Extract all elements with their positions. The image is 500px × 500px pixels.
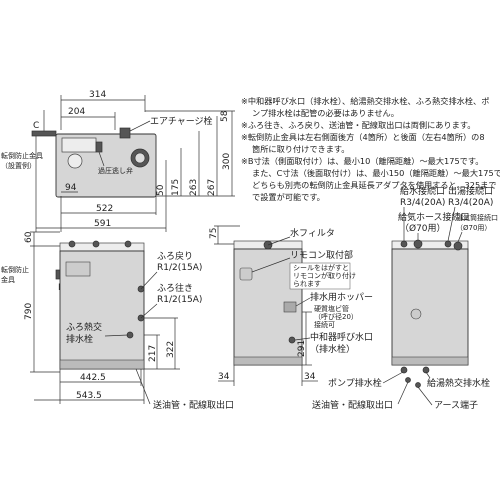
- hot-outlet-label-2: R3/4(20A): [448, 198, 493, 208]
- oil-wiring-port-rear: [405, 377, 411, 383]
- dim-34-right: 34: [304, 372, 316, 382]
- note-line: どちらも別売の転倒防止金具延長アダプタを使用すると、325まで: [252, 180, 497, 190]
- top-panel: [61, 137, 97, 153]
- air-hose-label-1: 給気ホース接続口: [398, 211, 470, 223]
- front-oil-wiring-label: 送油管・配線取出口: [153, 399, 234, 411]
- hot-hx-drain-port: [422, 366, 430, 374]
- note-line: ※転倒防止金具は左右側面後方（4箇所）と後面（左右4箇所）の8: [241, 132, 485, 142]
- pump-drain-port: [400, 366, 408, 374]
- note-line: また、C寸法（後面取付け）は、最小150（離隔距離）〜最大175です。: [252, 168, 500, 178]
- remote-note-1: シールをはがすと: [293, 263, 349, 272]
- anti-tip-note: （設置例）: [1, 161, 36, 170]
- drain-hopper: [283, 301, 297, 313]
- rear-view: 給水接続口 R3/4(20A) 出湯接続口 R3/4(20A) 給気ホース接続口…: [312, 185, 498, 411]
- remote-note-box: [289, 262, 351, 290]
- exhaust-label-2: （Ø70用）: [456, 224, 491, 232]
- air-hose-label-2: （Ø70用）: [400, 223, 446, 234]
- dim-291: 291: [297, 340, 307, 357]
- air-hose-port: [413, 239, 423, 249]
- note-line: ンプ排水栓は配管の必要はありません。: [252, 108, 399, 118]
- rear-oil-wiring-label: 送油管・配線取出口: [312, 399, 393, 411]
- dim-204: 204: [68, 107, 85, 117]
- note-line: ※中和器呼び水口（排水栓）、給湯熱交排水栓、ふろ熱交排水栓、ポ: [241, 96, 489, 106]
- front-panel-window: [65, 261, 91, 277]
- dim-58: 58: [220, 110, 230, 122]
- pvc-pipe-3: 接続可: [314, 320, 335, 329]
- remote-mount-label: リモコン取付部: [290, 249, 353, 261]
- dim-94: 94: [65, 183, 77, 193]
- hot-outlet-port: [444, 240, 452, 248]
- dim-75: 75: [209, 228, 219, 239]
- dim-217: 217: [148, 345, 158, 362]
- earth-terminal: [415, 382, 421, 388]
- dim-263: 263: [189, 179, 199, 196]
- dim-50: 50: [156, 184, 166, 196]
- exhaust-label-1: 排気筒接続口: [456, 213, 498, 222]
- water-inlet-label-1: 給水接続口: [400, 185, 445, 197]
- neutralizer-label-2: （排水栓）: [310, 343, 355, 355]
- notes-block: ※中和器呼び水口（排水栓）、給湯熱交排水栓、ふろ熱交排水栓、ポ ンプ排水栓は配管…: [241, 96, 500, 202]
- pump-drain-label: ポンプ排水栓: [328, 377, 382, 389]
- dim-60: 60: [24, 231, 34, 243]
- anti-tip-bracket-top: [31, 130, 57, 137]
- bath-supply-label-2: R1/2(15A): [157, 295, 202, 305]
- note-line: ※ふろ往き、ふろ戻り、送油管・配線取出口は両側にあります。: [241, 120, 475, 130]
- bath-return-label-1: ふろ戻り: [157, 250, 193, 262]
- dim-175: 175: [171, 179, 181, 196]
- bath-return-label-2: R1/2(15A): [157, 263, 202, 273]
- anti-tip-label: 転倒防止金具: [1, 151, 43, 160]
- front-anti-tip-label-2: 金具: [1, 275, 15, 284]
- rear-base: [391, 356, 469, 366]
- earth-terminal-label: アース端子: [434, 399, 478, 411]
- front-anti-tip-label-1: 転倒防止: [1, 265, 29, 274]
- bath-port-circle: [67, 153, 83, 169]
- rear-indicator: [410, 308, 422, 320]
- note-line: で設置が可能です。: [252, 192, 325, 202]
- air-charge-label: エアチャージ栓: [150, 115, 213, 127]
- dim-543-5: 543.5: [76, 391, 102, 401]
- remote-note-3: られます: [293, 280, 321, 288]
- relief-valve-label: 過圧逃し弁: [98, 166, 133, 175]
- bath-hx-drain-label-1: ふろ熱交: [66, 321, 102, 333]
- dim-442-5: 442.5: [80, 373, 106, 383]
- rear-body: [391, 248, 469, 366]
- water-inlet-port: [400, 240, 408, 248]
- top-view: 314 204 C 転倒防止金具 （設置例） エアチャージ栓 過圧逃し弁 58 …: [1, 90, 235, 232]
- water-filter-label: 水フィルタ: [290, 227, 335, 239]
- note-line: 箇所に取り付けできます。: [252, 144, 349, 154]
- hot-hx-drain-label: 給湯熱交排水栓: [427, 377, 490, 389]
- dim-267: 267: [207, 179, 217, 196]
- note-line: ※B寸法（側面取付け）は、最小10（離隔距離）〜最大175です。: [241, 156, 483, 166]
- remote-note-2: リモコンが取り付け: [293, 271, 356, 280]
- dim-34-left: 34: [218, 372, 230, 382]
- dim-522: 522: [96, 204, 113, 214]
- neutralizer-priming-port: [288, 336, 296, 344]
- neutralizer-label-1: 中和器呼び水口: [310, 331, 373, 343]
- air-charge-valve: [119, 127, 131, 139]
- dim-c: C: [33, 121, 39, 131]
- front-base: [59, 359, 145, 370]
- dim-790: 790: [24, 303, 34, 320]
- bath-hx-drain-label-2: 排水栓: [66, 333, 93, 345]
- pvc-pipe-2: （呼び径20）: [314, 312, 358, 321]
- water-inlet-label-2: R3/4(20A): [400, 198, 445, 208]
- dim-314: 314: [89, 90, 106, 100]
- relief-valve: [95, 141, 103, 153]
- exhaust-port-rear: [453, 241, 463, 251]
- side-view: 75 水フィルタ リモコン取付部 シールをはがすと リモコンが取り付け られます…: [209, 225, 373, 386]
- pvc-pipe-1: 硬質塩ビ管: [314, 304, 349, 313]
- side-base: [233, 356, 303, 366]
- dim-322: 322: [166, 341, 176, 358]
- hot-outlet-label-1: 出湯接続口: [448, 185, 493, 197]
- dim-300: 300: [222, 153, 232, 170]
- bath-supply-label-1: ふろ往き: [157, 282, 193, 294]
- remote-mount: [239, 267, 253, 281]
- drain-hopper-label: 排水用ホッパー: [310, 291, 373, 303]
- front-view: 60 790 転倒防止 金具 B ふろ戻り R1/2(15A) ふろ往き R1/…: [1, 231, 234, 411]
- dim-591: 591: [94, 219, 111, 229]
